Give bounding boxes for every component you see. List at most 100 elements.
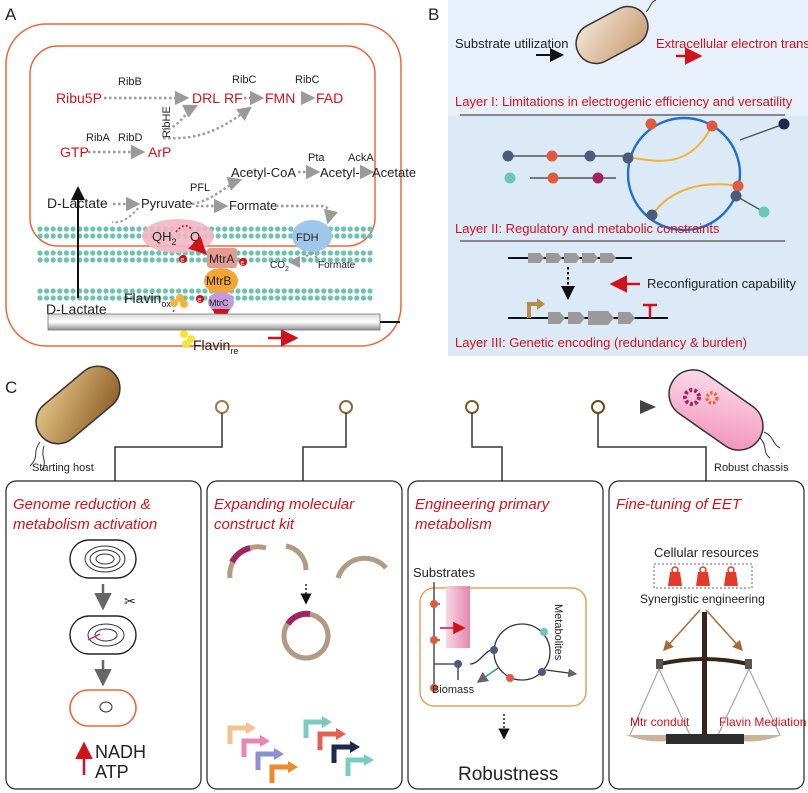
promoter-arrowhead: [246, 722, 256, 734]
metabolic-network-diagram: [502, 116, 790, 232]
membrane-bead: [235, 226, 241, 232]
membrane-bead: [301, 295, 307, 301]
membrane-bead: [321, 250, 327, 256]
membrane-bead: [156, 250, 162, 256]
membrane-bead: [162, 288, 168, 294]
membrane-bead: [261, 288, 267, 294]
membrane-bead: [90, 226, 96, 232]
membrane-bead: [235, 288, 241, 294]
promoter-arrowhead: [288, 761, 298, 773]
membrane-bead: [268, 295, 274, 301]
membrane-bead: [136, 257, 142, 263]
atp-label: ATP: [95, 762, 129, 782]
membrane-bead: [116, 226, 122, 232]
membrane-bead: [70, 257, 76, 263]
membrane-bead: [360, 257, 366, 263]
membrane-bead: [202, 288, 208, 294]
biomass-label: Biomass: [432, 684, 475, 696]
scissors-icon: ✂: [124, 593, 136, 609]
membrane-bead: [110, 295, 116, 301]
membrane-bead: [261, 295, 267, 301]
membrane-bead: [215, 233, 221, 239]
membrane-bead: [189, 288, 195, 294]
membrane-bead: [129, 288, 135, 294]
gtp-label: GTP: [60, 144, 89, 160]
membrane-bead: [63, 295, 69, 301]
membrane-bead: [57, 250, 63, 256]
membrane-bead: [110, 233, 116, 239]
membrane-bead: [90, 257, 96, 263]
membrane-bead: [143, 257, 149, 263]
membrane-bead: [261, 257, 267, 263]
membrane-bead: [354, 288, 360, 294]
pta-enzyme: Pta: [308, 152, 325, 164]
membrane-bead: [235, 233, 241, 239]
membrane-bead: [341, 257, 347, 263]
membrane-bead: [44, 295, 50, 301]
membrane-bead: [103, 250, 109, 256]
flavin-re-dot: [180, 330, 188, 338]
membrane-bead: [110, 226, 116, 232]
acka-enzyme: AckA: [348, 152, 374, 164]
membrane-bead: [255, 233, 261, 239]
gear-icon: [683, 388, 701, 406]
membrane-bead: [288, 226, 294, 232]
substrate-utilization-label: Substrate utilization: [455, 36, 568, 51]
membrane-bead: [103, 295, 109, 301]
membrane-bead: [354, 257, 360, 263]
membrane-bead: [275, 288, 281, 294]
metabolites-label: Metabolites: [552, 604, 564, 661]
membrane-bead: [275, 250, 281, 256]
membrane-bead: [268, 288, 274, 294]
membrane-bead: [367, 226, 373, 232]
membrane-bead: [143, 295, 149, 301]
membrane-bead: [90, 288, 96, 294]
metabolism-network: [430, 582, 578, 692]
membrane-bead: [50, 233, 56, 239]
panel-label-a: A: [5, 5, 17, 24]
membrane-bead: [123, 226, 129, 232]
membrane-bead: [242, 233, 248, 239]
membrane-bead: [116, 288, 122, 294]
arrow-to-rf: [162, 106, 252, 140]
membrane-bead: [57, 233, 63, 239]
panel-b: B Substrate utilization Extracellular el…: [428, 0, 808, 356]
rf-label: RF: [224, 90, 243, 106]
drl-label: DRL: [192, 90, 220, 106]
riba-enzyme: RibA: [86, 132, 111, 144]
membrane-bead: [136, 288, 142, 294]
promoter-arrow: [227, 725, 246, 744]
cell-reduced-genome: [69, 615, 137, 655]
balance-scale: [626, 612, 782, 744]
membrane-bead: [215, 226, 221, 232]
promoter-set: [227, 716, 374, 783]
membrane-bead: [275, 257, 281, 263]
ribb-enzyme: RibB: [118, 76, 142, 88]
membrane-bead: [288, 295, 294, 301]
panel-label-c: C: [5, 378, 17, 397]
robust-chassis-cell: [668, 369, 764, 451]
promoter-arrow: [255, 751, 274, 770]
membrane-bead: [116, 250, 122, 256]
synergistic-engineering-label: Synergistic engineering: [640, 592, 765, 606]
membrane-bead: [275, 295, 281, 301]
membrane-bead: [248, 233, 254, 239]
membrane-bead: [37, 288, 43, 294]
membrane-bead: [228, 226, 234, 232]
membrane-bead: [321, 257, 327, 263]
membrane-bead: [149, 250, 155, 256]
membrane-bead: [288, 250, 294, 256]
qh2-label: QH2: [152, 229, 177, 247]
membrane-bead: [44, 233, 50, 239]
membrane-bead: [202, 257, 208, 263]
promoter-arrow: [345, 757, 364, 776]
membrane-bead: [63, 250, 69, 256]
membrane-bead: [90, 250, 96, 256]
membrane-bead: [314, 257, 320, 263]
membrane-bead: [294, 295, 300, 301]
arrow-pyruvate-acetylcoa: [191, 176, 243, 206]
membrane-bead: [334, 295, 340, 301]
membrane-bead: [156, 295, 162, 301]
membrane-bead: [123, 233, 129, 239]
